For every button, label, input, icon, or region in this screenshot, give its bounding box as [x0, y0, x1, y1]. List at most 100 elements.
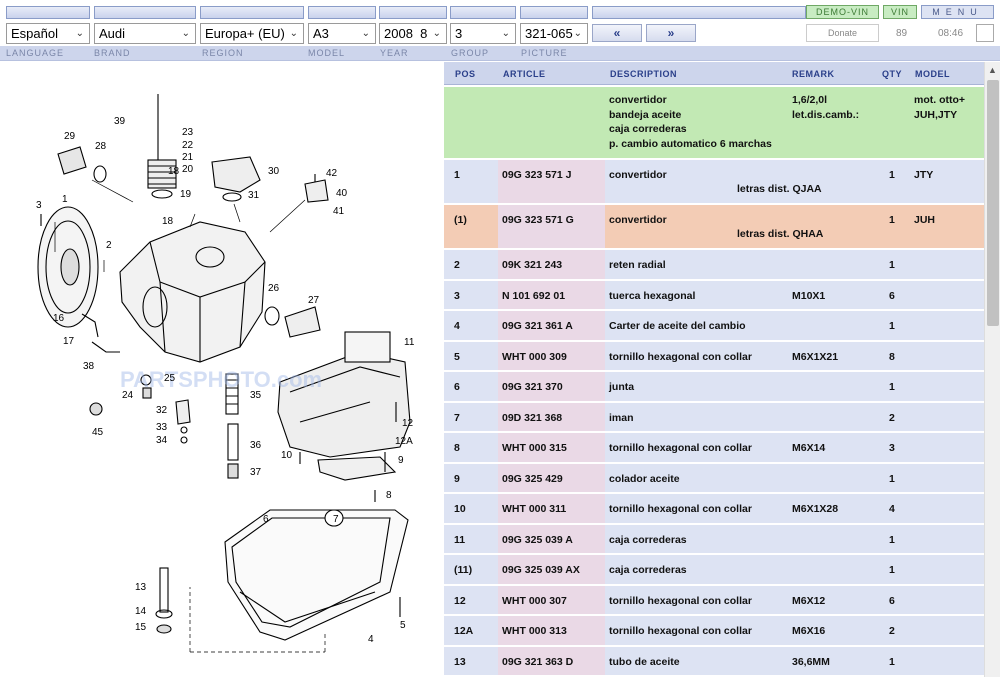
cell-article[interactable]: WHT 000 315 — [502, 442, 567, 454]
cell-article[interactable]: 09K 321 243 — [502, 259, 563, 271]
part-callout[interactable]: 14 — [135, 606, 147, 617]
prev-picture-button[interactable]: « — [592, 24, 642, 42]
col-model-header[interactable]: MODEL — [915, 69, 950, 79]
part-callout[interactable]: 10 — [281, 450, 293, 461]
toolbar-slot[interactable] — [6, 6, 90, 19]
scroll-up-icon[interactable]: ▲ — [988, 65, 997, 75]
model-select[interactable]: A3⌄ — [308, 23, 376, 44]
toolbar-slot[interactable] — [450, 6, 516, 19]
cell-article[interactable]: 09G 325 039 AX — [502, 564, 580, 576]
part-callout[interactable]: 20 — [182, 164, 194, 175]
part-callout[interactable]: 25 — [164, 373, 176, 384]
part-callout[interactable]: 12A — [395, 436, 413, 447]
year-select[interactable]: 2008 8⌄ — [379, 23, 447, 44]
part-callout[interactable]: 26 — [268, 283, 280, 294]
part-callout[interactable]: 30 — [268, 166, 280, 177]
cell-article[interactable]: 09G 323 571 J — [502, 169, 572, 181]
part-callout[interactable]: 18 — [168, 166, 180, 177]
part-callout[interactable]: 28 — [95, 141, 107, 152]
part-callout[interactable]: 36 — [250, 440, 262, 451]
toolbar-slot[interactable] — [94, 6, 196, 19]
part-callout[interactable]: 1 — [62, 194, 68, 205]
part-callout[interactable]: 16 — [53, 313, 65, 324]
toolbar-slot[interactable] — [200, 6, 304, 19]
toolbar-slot[interactable] — [308, 6, 376, 19]
part-callout[interactable]: 27 — [308, 295, 320, 306]
cell-article[interactable]: 09G 321 361 A — [502, 320, 573, 332]
part-callout[interactable]: 3 — [36, 200, 42, 211]
part-callout[interactable]: 9 — [398, 455, 404, 466]
col-qty-header[interactable]: QTY — [882, 69, 903, 79]
part-callout[interactable]: 31 — [248, 190, 260, 201]
table-scrollbar[interactable]: ▲ — [984, 62, 1000, 677]
option-checkbox[interactable] — [976, 24, 994, 42]
cell-article[interactable]: 09G 323 571 G — [502, 214, 574, 226]
part-callout[interactable]: 24 — [122, 390, 134, 401]
toolbar-slot[interactable] — [520, 6, 588, 19]
part-callout[interactable]: 6 — [263, 514, 269, 525]
region-select[interactable]: Europa+ (EU)⌄ — [200, 23, 304, 44]
cell-article[interactable]: 09G 325 039 A — [502, 533, 573, 546]
brand-select[interactable]: Audi⌄ — [94, 23, 196, 44]
picture-select[interactable]: 321-065⌄ — [520, 23, 588, 44]
col-article-header[interactable]: ARTICLE — [503, 69, 546, 79]
cell-article[interactable]: WHT 000 313 — [502, 625, 567, 637]
part-callout[interactable]: 40 — [336, 188, 348, 199]
next-picture-button[interactable]: » — [646, 24, 696, 42]
part-callout[interactable]: 35 — [250, 390, 262, 401]
cell-article[interactable]: WHT 000 309 — [502, 350, 567, 363]
part-callout[interactable]: 38 — [83, 361, 95, 372]
part-callout[interactable]: 17 — [63, 336, 75, 347]
part-callout[interactable]: 45 — [92, 427, 104, 438]
part-callout[interactable]: 7 — [333, 514, 339, 525]
col-description-header[interactable]: DESCRIPTION — [610, 69, 678, 79]
part-callout[interactable]: 13 — [135, 582, 147, 593]
donate-button[interactable]: Donate — [806, 24, 879, 42]
part-callout[interactable]: 4 — [368, 634, 374, 645]
col-remark-header[interactable]: REMARK — [792, 69, 835, 79]
toolbar-slot[interactable] — [379, 6, 447, 19]
part-callout[interactable]: 33 — [156, 422, 168, 433]
part-callout[interactable]: 22 — [182, 140, 194, 151]
language-select[interactable]: Español⌄ — [6, 23, 90, 44]
cell-article[interactable]: 09G 325 429 — [502, 472, 563, 485]
group-select[interactable]: 3⌄ — [450, 23, 516, 44]
col-pos-header[interactable]: POS — [455, 69, 476, 79]
cell-article[interactable]: 09D 321 368 — [502, 411, 563, 424]
menu-button[interactable]: MENU — [921, 5, 994, 19]
part-callout[interactable]: 32 — [156, 405, 168, 416]
part-callout[interactable]: 15 — [135, 622, 147, 633]
part-callout[interactable]: 11 — [404, 337, 415, 348]
vin-button[interactable]: VIN — [883, 5, 917, 19]
scrollbar-thumb[interactable] — [987, 80, 999, 326]
cell-article[interactable]: WHT 000 311 — [502, 503, 567, 515]
cell-article[interactable]: N 101 692 01 — [502, 289, 566, 302]
part-callout[interactable]: 8 — [386, 490, 392, 501]
toolbar-slot[interactable] — [592, 6, 806, 19]
part-callout[interactable]: 18 — [162, 216, 174, 227]
part-callout[interactable]: 34 — [156, 435, 168, 446]
part-callout[interactable]: 37 — [250, 467, 262, 478]
part-callout[interactable]: 21 — [182, 152, 194, 163]
part-callout[interactable]: 23 — [182, 127, 194, 138]
part-callout[interactable]: 19 — [180, 189, 192, 200]
part-callout[interactable]: 29 — [64, 131, 76, 142]
part-callout[interactable]: 5 — [400, 620, 406, 631]
part-callout[interactable]: 39 — [114, 116, 126, 127]
